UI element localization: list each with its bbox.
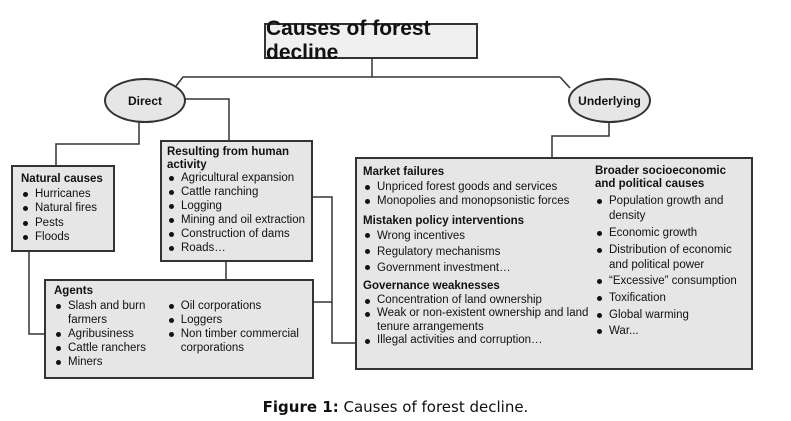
list-item: Weak or non-existent ownership and land … bbox=[363, 307, 595, 334]
list-item: Non timber commercial corporations bbox=[167, 327, 304, 355]
connector-direct-natural bbox=[55, 122, 140, 165]
caption-label: Figure 1: bbox=[262, 398, 339, 416]
list-item: Agricultural expansion bbox=[167, 171, 306, 185]
caption-text: Causes of forest decline. bbox=[338, 398, 529, 416]
human-heading: Resulting from human activity bbox=[167, 146, 290, 171]
natural-heading: Natural causes bbox=[21, 173, 103, 185]
list-item: Global warming bbox=[595, 308, 745, 323]
list-item: Toxification bbox=[595, 291, 745, 306]
list-item: Mining and oil extraction bbox=[167, 213, 306, 227]
list-item: Miners bbox=[54, 355, 167, 369]
list-item: Population growth and density bbox=[595, 194, 745, 224]
list-item: Floods bbox=[21, 230, 105, 245]
underlying-causes-box: Market failures Unpriced forest goods an… bbox=[355, 157, 753, 370]
connector-direct-human bbox=[185, 98, 230, 140]
list-item: Hurricanes bbox=[21, 187, 105, 202]
list-item: Distribution of economic and political p… bbox=[595, 243, 745, 273]
list-item: Illegal activities and corruption… bbox=[363, 334, 595, 348]
direct-node: Direct bbox=[104, 78, 186, 123]
list-item: Construction of dams bbox=[167, 227, 306, 241]
agents-heading: Agents bbox=[54, 285, 93, 297]
list-item: Government investment… bbox=[363, 260, 595, 276]
list-item: Oil corporations bbox=[167, 299, 304, 313]
list-item: Pests bbox=[21, 216, 105, 231]
human-activity-box: Resulting from human activity Agricultur… bbox=[160, 140, 313, 262]
list-item: Roads… bbox=[167, 241, 306, 255]
list-item: Wrong incentives bbox=[363, 228, 595, 244]
list-item: “Excessive” consumption bbox=[595, 274, 745, 289]
connector-natural-agents bbox=[28, 251, 44, 335]
list-item: Regulatory mechanisms bbox=[363, 244, 595, 260]
list-item: Cattle ranching bbox=[167, 185, 306, 199]
natural-causes-box: Natural causes Hurricanes Natural fires … bbox=[11, 165, 115, 252]
list-item: Cattle ranchers bbox=[54, 341, 167, 355]
list-item: Agribusiness bbox=[54, 327, 167, 341]
list-item: Economic growth bbox=[595, 226, 745, 241]
underlying-node: Underlying bbox=[568, 78, 651, 123]
list-item: Natural fires bbox=[21, 201, 105, 216]
connector-human-underlying bbox=[312, 196, 355, 344]
list-item: Loggers bbox=[167, 313, 304, 327]
broader-heading: Broader socioeconomic and political caus… bbox=[595, 165, 727, 190]
list-item: Concentration of land ownership bbox=[363, 294, 595, 308]
list-item: War... bbox=[595, 324, 745, 339]
connector-title-underlying bbox=[559, 76, 571, 89]
policy-heading: Mistaken policy interventions bbox=[363, 214, 525, 227]
connector-underlying-box bbox=[551, 122, 610, 157]
list-item: Monopolies and monopsonistic forces bbox=[363, 194, 595, 209]
connector-title-direct bbox=[175, 76, 560, 87]
market-heading: Market failures bbox=[363, 166, 445, 178]
list-item: Slash and burn farmers bbox=[54, 299, 167, 327]
list-item: Unpriced forest goods and services bbox=[363, 180, 595, 195]
list-item: Logging bbox=[167, 199, 306, 213]
diagram-title: Causes of forest decline bbox=[264, 17, 478, 64]
governance-heading: Governance weaknesses bbox=[363, 280, 500, 292]
agents-box: Agents Slash and burn farmers Agribusine… bbox=[44, 279, 314, 379]
figure-caption: Figure 1: Causes of forest decline. bbox=[0, 398, 791, 416]
